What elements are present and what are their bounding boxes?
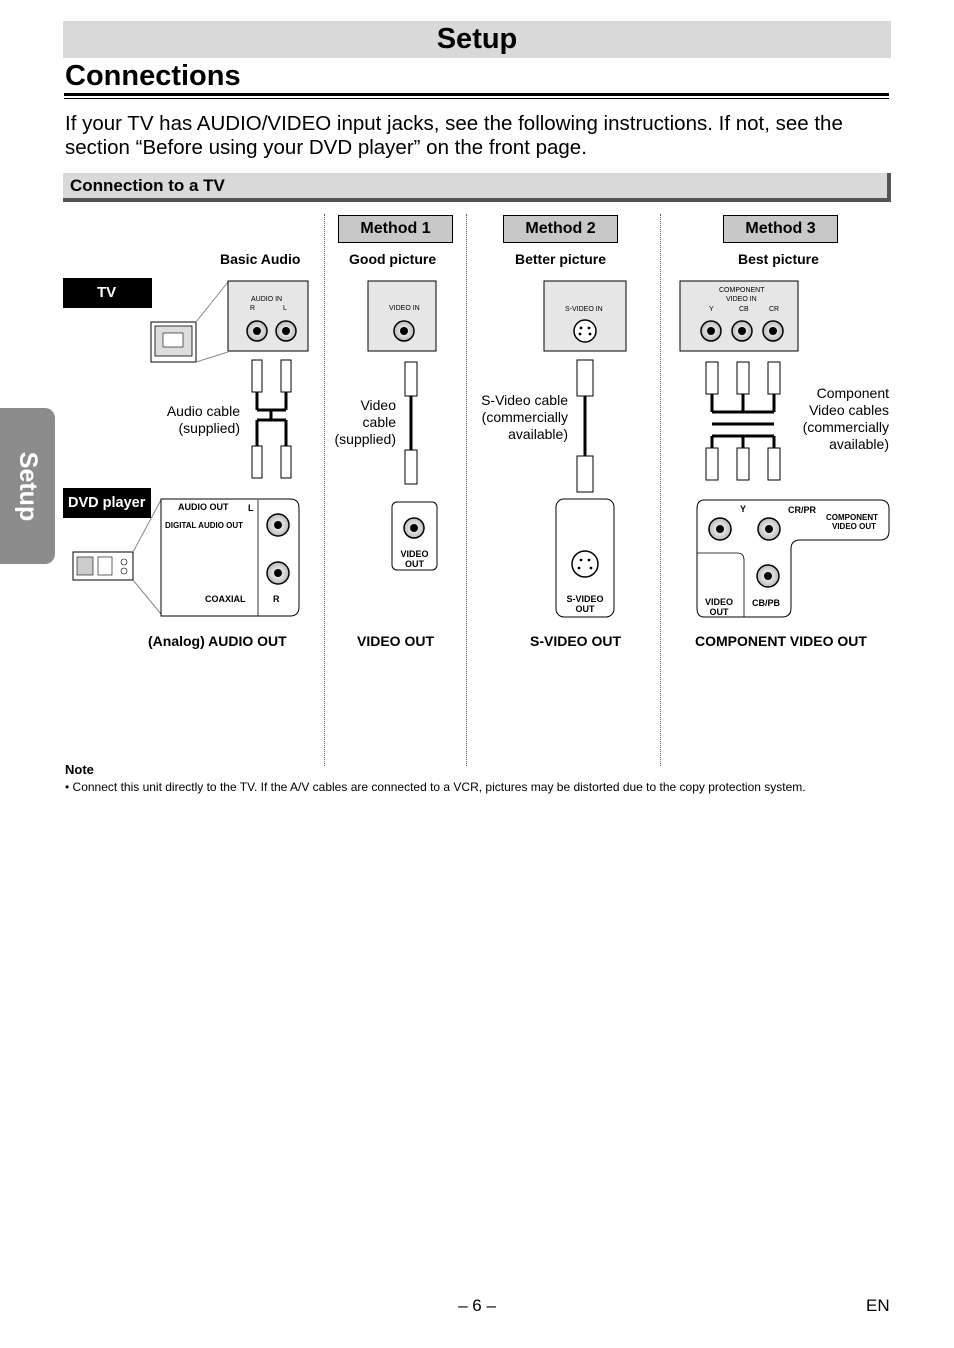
tv-component-label-1: COMPONENT: [719, 287, 765, 294]
component-cable-label: Component Video cables (commercially ava…: [802, 385, 889, 452]
tv-audio-in-label: AUDIO IN: [251, 296, 283, 303]
player-audio-panel: [160, 498, 300, 617]
player-component-cb-label: CB/PB: [752, 598, 781, 608]
tv-label-text: TV: [97, 284, 117, 301]
player-digital-audio-label: DIGITAL AUDIO OUT: [165, 521, 244, 530]
tv-audio-l-label: L: [283, 305, 287, 312]
player-audio-out-label: AUDIO OUT: [178, 502, 229, 512]
quality-best: Best picture: [738, 251, 819, 267]
note-heading: Note: [65, 762, 94, 777]
title-rule-thin: [64, 98, 889, 99]
method-2-box: Method 2: [503, 215, 618, 243]
quality-basic-audio: Basic Audio: [220, 251, 301, 267]
player-component-video-label-1: VIDEO: [704, 597, 733, 607]
tv-thumbnail: [150, 281, 229, 363]
player-component-cr-label: CR/PR: [788, 505, 817, 515]
player-component-label-2: VIDEO OUT: [832, 522, 877, 531]
video-cable: [404, 361, 418, 485]
column-divider: [466, 214, 467, 766]
player-component-panel: [696, 499, 890, 618]
player-s-video-label-1: S-VIDEO: [566, 594, 604, 604]
output-video-label: VIDEO OUT: [357, 633, 435, 649]
player-component-label-1: COMPONENT: [826, 513, 878, 522]
side-tab: [0, 408, 55, 564]
audio-cable: [251, 359, 292, 479]
output-s-video-label: S-VIDEO OUT: [530, 633, 622, 649]
s-video-cable: [576, 359, 594, 493]
title-rule: [64, 93, 889, 96]
method-1-box: Method 1: [338, 215, 453, 243]
player-video-label-1: VIDEO: [400, 549, 429, 559]
page-title: Setup: [436, 23, 518, 55]
method-3-box: Method 3: [723, 215, 838, 243]
tv-component-label-2: VIDEO IN: [726, 296, 757, 303]
language-label: EN: [866, 1296, 890, 1315]
output-audio-label: (Analog) AUDIO OUT: [148, 633, 287, 649]
page-number: – 6 –: [458, 1296, 496, 1315]
player-video-label-2: OUT: [405, 559, 424, 569]
player-s-video-label-2: OUT: [575, 604, 595, 614]
tv-s-video-in-label: S-VIDEO IN: [565, 306, 603, 313]
tv-component-y-label: Y: [709, 306, 714, 313]
tv-audio-r-label: R: [250, 305, 256, 312]
player-coaxial-label: COAXIAL: [205, 594, 246, 604]
output-component-label: COMPONENT VIDEO OUT: [695, 633, 867, 649]
tv-video-in-label: VIDEO IN: [389, 305, 420, 312]
tv-label: TV: [63, 278, 152, 308]
tv-component-cr-label: CR: [769, 306, 780, 313]
s-video-cable-label: S-Video cable (commercially available): [481, 392, 568, 442]
subsection-title: Connection to a TV: [70, 176, 225, 195]
tv-audio-in-panel: [227, 280, 309, 352]
column-divider: [660, 214, 661, 766]
tv-component-cb-label: CB: [739, 306, 749, 313]
dvd-player-label-text: DVD player: [68, 495, 146, 511]
player-audio-l-label: L: [248, 503, 254, 513]
dvd-player-thumbnail: [72, 499, 162, 615]
column-divider: [324, 214, 325, 766]
header-bar: [63, 21, 891, 58]
section-title: Connections: [65, 60, 241, 92]
quality-good: Good picture: [349, 251, 437, 267]
subsection-bar: [63, 173, 891, 202]
quality-better: Better picture: [515, 251, 607, 267]
video-cable-label: Video cable (supplied): [334, 397, 396, 447]
player-audio-r-label: R: [273, 594, 280, 604]
intro-paragraph: If your TV has AUDIO/VIDEO input jacks, …: [65, 112, 843, 159]
dvd-player-label: DVD player: [63, 488, 151, 518]
component-cables: [705, 361, 781, 481]
player-component-y-label: Y: [740, 504, 747, 514]
player-component-video-label-2: OUT: [709, 607, 729, 617]
audio-cable-label: Audio cable (supplied): [166, 403, 240, 436]
note-text: • Connect this unit directly to the TV. …: [65, 780, 806, 794]
